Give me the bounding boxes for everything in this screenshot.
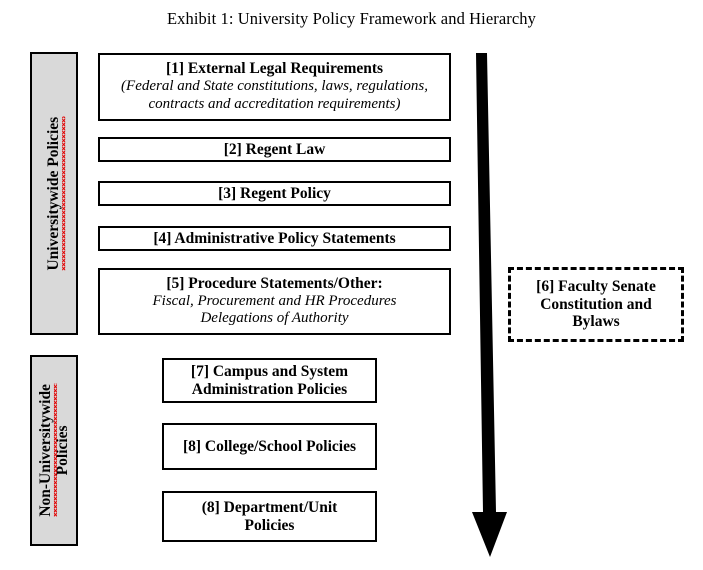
policy-box-campus-system-administration[interactable]: [7] Campus and System Administration Pol… [162, 358, 377, 403]
sidebar-label-non-universitywide-line1: Non-Universitywide [36, 384, 54, 517]
policy-box-external-legal-title: [1] External Legal Requirements [165, 60, 384, 78]
page-title: Exhibit 1: University Policy Framework a… [166, 9, 537, 28]
sidebar-category-universitywide: Universitywide Policies [30, 52, 78, 335]
policy-box-college-school-policies[interactable]: [8] College/School Policies [162, 423, 377, 470]
policy-box-campus-system-line2: Administration Policies [191, 380, 348, 398]
policy-box-regent-policy[interactable]: [3] Regent Policy [98, 181, 451, 206]
policy-box-administrative-policy-title: [4] Administrative Policy Statements [153, 229, 396, 247]
policy-box-faculty-senate-line2: Constitution and [540, 295, 652, 313]
policy-box-faculty-senate-constitution-bylaws[interactable]: [6] Faculty Senate Constitution and Byla… [508, 267, 684, 342]
policy-box-department-unit-line1: (8] Department/Unit [201, 498, 338, 516]
policy-box-college-school-line1: [8] College/School Policies [182, 437, 357, 455]
policy-box-administrative-policy-statements[interactable]: [4] Administrative Policy Statements [98, 226, 451, 251]
policy-box-external-legal-requirements[interactable]: [1] External Legal Requirements (Federal… [98, 53, 451, 121]
policy-box-regent-law-title: [2] Regent Law [223, 140, 326, 158]
sidebar-label-universitywide-text: Universitywide Policies [45, 116, 63, 271]
sidebar-label-non-universitywide: Non-Universitywide Policies [37, 384, 72, 517]
policy-box-external-legal-subtitle-line2: contracts and accreditation requirements… [148, 95, 401, 112]
policy-box-procedure-subtitle-line2: Delegations of Authority [200, 310, 349, 327]
policy-box-faculty-senate-line3: Bylaws [572, 313, 620, 331]
policy-box-department-unit-line2: Policies [244, 516, 295, 534]
policy-box-regent-policy-title: [3] Regent Policy [218, 184, 331, 202]
policy-box-regent-law[interactable]: [2] Regent Law [98, 137, 451, 162]
policy-box-procedure-subtitle-line1: Fiscal, Procurement and HR Procedures [152, 292, 397, 309]
sidebar-category-non-universitywide: Non-Universitywide Policies [30, 355, 78, 546]
policy-box-procedure-title: [5] Procedure Statements/Other: [166, 274, 383, 292]
policy-box-campus-system-line1: [7] Campus and System [190, 362, 349, 380]
policy-box-faculty-senate-line1: [6] Faculty Senate [536, 277, 656, 295]
policy-box-department-unit-policies[interactable]: (8] Department/Unit Policies [162, 491, 377, 542]
sidebar-label-universitywide: Universitywide Policies [45, 117, 62, 271]
policy-box-external-legal-subtitle-line1: (Federal and State constitutions, laws, … [121, 78, 428, 95]
policy-box-procedure-statements[interactable]: [5] Procedure Statements/Other: Fiscal, … [98, 268, 451, 335]
